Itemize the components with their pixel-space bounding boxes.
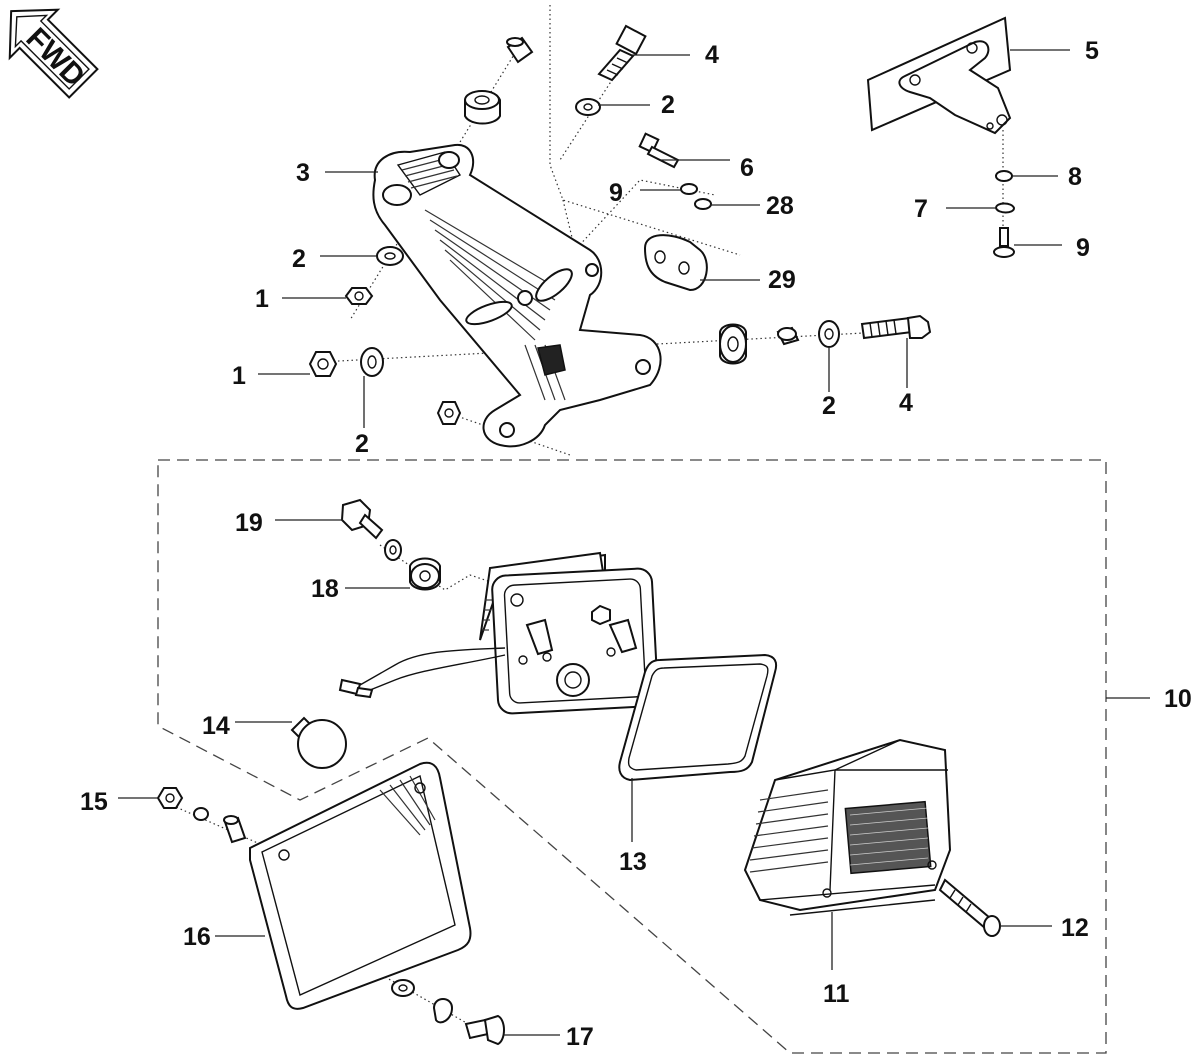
washer-28-part xyxy=(694,198,712,210)
callout-17: 17 xyxy=(566,1023,594,1051)
callout-2-left: 2 xyxy=(292,245,306,273)
washer-2-right-part xyxy=(818,320,840,348)
callout-1-lower: 1 xyxy=(232,362,246,390)
license-plate-holder-5-part xyxy=(866,16,1012,135)
bolt-6-part xyxy=(638,132,680,169)
callout-2-top: 2 xyxy=(661,91,675,119)
fwd-direction-arrow: FWD xyxy=(8,8,99,99)
screw-12-part xyxy=(938,878,1001,937)
washer-17-a-part xyxy=(391,979,415,997)
lens-11-part xyxy=(743,738,952,916)
washer-19-part xyxy=(384,539,402,561)
callout-29: 29 xyxy=(768,266,796,294)
rubber-grommet-29-part xyxy=(643,234,708,292)
callout-2-right: 2 xyxy=(822,392,836,420)
nut-1-upper-part xyxy=(344,287,374,305)
bolt-4-right-part xyxy=(860,314,932,340)
callout-14: 14 xyxy=(202,712,230,740)
washer-2-lower-part xyxy=(360,347,384,377)
assembly-guide-line xyxy=(562,179,716,252)
callout-6: 6 xyxy=(740,154,754,182)
callout-5: 5 xyxy=(1085,37,1099,65)
callout-13: 13 xyxy=(619,848,647,876)
screw-9-part xyxy=(993,227,1015,258)
tail-light-housing-part xyxy=(338,551,659,715)
callout-12: 12 xyxy=(1061,914,1089,942)
assembly-10-boundary xyxy=(157,459,1107,1054)
callout-9-right: 9 xyxy=(1076,234,1090,262)
bulb-14-part xyxy=(290,716,347,769)
callout-7: 7 xyxy=(914,195,928,223)
nut-lower-part xyxy=(436,401,462,425)
callout-11: 11 xyxy=(823,980,850,1008)
leader-lines xyxy=(118,49,1150,1036)
bolt-4-top-part xyxy=(597,24,647,82)
spacer-18-part xyxy=(409,557,441,591)
washer-8-part xyxy=(995,170,1013,182)
reflector-16-part xyxy=(249,761,472,1010)
washer-15-part xyxy=(193,807,209,821)
gasket-13-part xyxy=(618,653,778,782)
nut-1-lower-part xyxy=(308,351,338,377)
callout-18: 18 xyxy=(311,575,339,603)
washer-2-left-part xyxy=(376,246,404,266)
washer-9-part xyxy=(680,183,698,195)
lock-washer-7-part xyxy=(994,202,1016,214)
rubber-grommet-part xyxy=(464,90,501,125)
callout-28: 28 xyxy=(766,192,794,220)
nut-15-part xyxy=(156,787,184,809)
callout-16: 16 xyxy=(183,923,211,951)
grommet-right-part xyxy=(719,323,747,365)
callout-3: 3 xyxy=(296,159,310,187)
bolt-19-part xyxy=(340,498,384,540)
sleeve-right-part xyxy=(776,326,800,346)
bolt-17-part xyxy=(464,1014,505,1046)
callout-10: 10 xyxy=(1164,685,1192,713)
callout-2-bottom: 2 xyxy=(355,430,369,458)
callout-19: 19 xyxy=(235,509,263,537)
callout-1-upper: 1 xyxy=(255,285,269,313)
callout-8: 8 xyxy=(1068,163,1082,191)
mounting-bracket-part xyxy=(372,143,662,448)
spacer-sleeve-part xyxy=(506,36,534,64)
callout-9-left: 9 xyxy=(609,179,623,207)
washer-17-b-part xyxy=(432,998,454,1024)
washer-2-top-part xyxy=(575,98,601,116)
callout-4-right: 4 xyxy=(899,389,913,417)
spacer-15-part xyxy=(223,815,247,844)
callout-4-top: 4 xyxy=(705,41,719,69)
callout-15: 15 xyxy=(80,788,108,816)
